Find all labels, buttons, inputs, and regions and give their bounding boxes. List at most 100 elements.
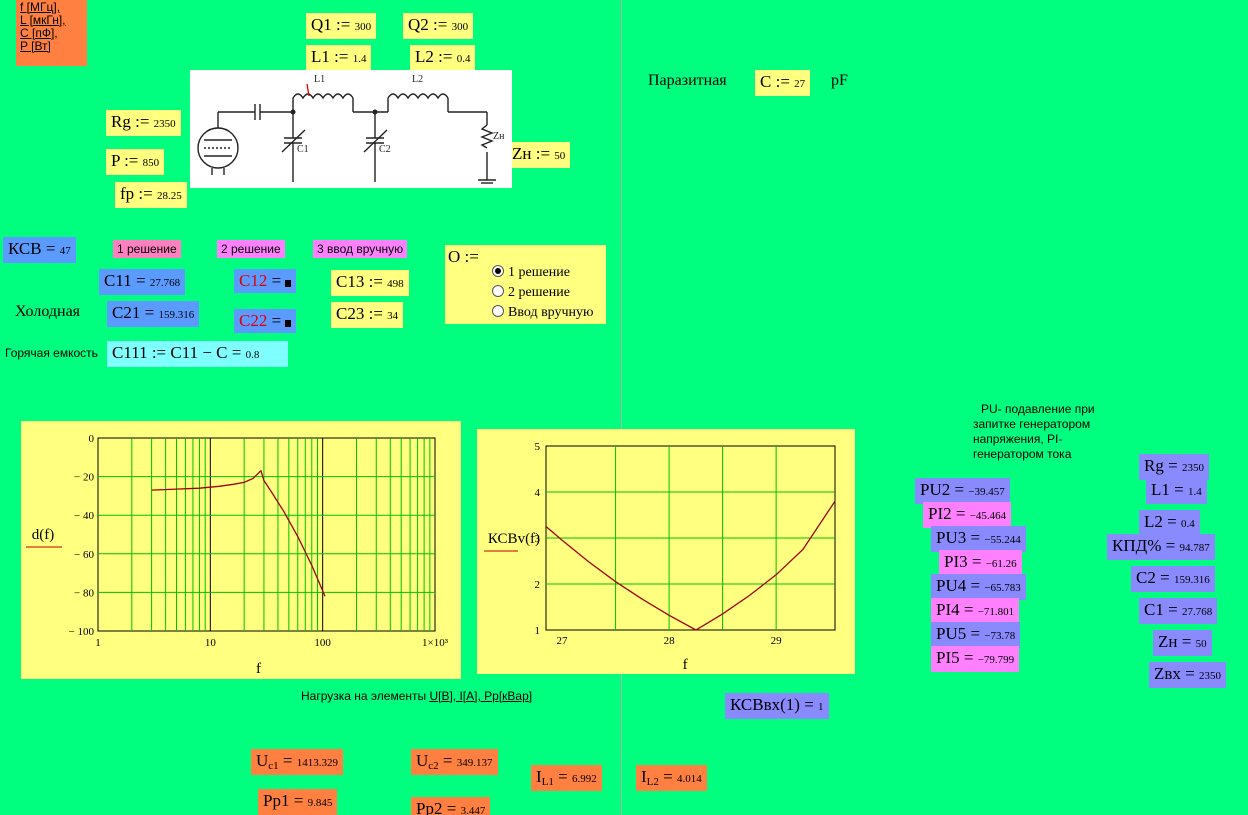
radio-icon[interactable] (492, 305, 504, 317)
radio-icon[interactable] (492, 285, 504, 297)
var-value: −73.78 (984, 630, 1016, 642)
var-value: 2350 (1181, 462, 1204, 474)
var-name: U (416, 751, 429, 770)
var-value: 300 (451, 21, 469, 33)
x-tick-label: 10 (205, 637, 217, 649)
inductor-l2-icon (387, 93, 449, 100)
l1-input[interactable]: L1 := 1.4 (306, 45, 372, 71)
var-value: 159.316 (158, 309, 195, 321)
y-tick-label: 3 (535, 533, 541, 545)
var-name: КСВ (8, 239, 42, 258)
cold-label: Холодная (15, 303, 81, 320)
parasitic-unit: pF (831, 72, 848, 89)
var-value: 3.447 (460, 805, 486, 815)
units-line[interactable]: f [МГц], (20, 0, 61, 14)
var-name: Rg (1144, 456, 1164, 475)
operator: := (138, 184, 153, 203)
var-value: 0.4 (456, 53, 471, 65)
suppression-result: PU5 = −73.78 (931, 622, 1021, 648)
y-tick-label: − 100 (69, 626, 95, 638)
var-value: 2350 (1199, 670, 1222, 682)
loads-units-link[interactable]: U[В], I[А], Pр[кВар] (429, 689, 533, 703)
var-name: Rg (111, 112, 131, 131)
pp1-result: Pp1 = 9.845 (258, 789, 338, 815)
p-input[interactable]: P := 850 (106, 149, 165, 175)
y-tick-label: − 60 (74, 549, 94, 561)
var-subscript: c1 (268, 760, 279, 772)
c111-result: C111 := C11 − C = 0.8 (107, 341, 288, 367)
operator: = (135, 271, 146, 290)
var-name: C2 (1136, 568, 1156, 587)
suppression-note: PU- подавление при запитке генератором н… (973, 402, 1095, 462)
q2-input[interactable]: Q2 := 300 (403, 13, 474, 39)
var-value: 6.992 (572, 773, 597, 785)
x-tick-label: 100 (314, 637, 331, 649)
note-line: напряжения, PI- (973, 432, 1063, 446)
radio-option-3[interactable]: Ввод вручную (492, 305, 594, 321)
rg-input[interactable]: Rg := 2350 (106, 110, 181, 136)
var-value: −61.26 (985, 558, 1017, 570)
summary-result: КПД% = 94.787 (1107, 534, 1215, 560)
radio-selected-icon[interactable] (492, 265, 504, 277)
var-name: P (111, 151, 120, 170)
var-value: 498 (387, 278, 404, 290)
var-name: PU3 (936, 528, 967, 547)
note-line: запитке генератором (973, 417, 1091, 431)
units-line[interactable]: L [мкГн], (20, 13, 66, 27)
tab-solution-1[interactable]: 1 решение (113, 240, 181, 258)
units-line[interactable]: P [Вт] (20, 39, 51, 53)
radio-option-1[interactable]: 1 решение (492, 265, 570, 281)
var-subscript: L1 (541, 776, 554, 788)
parasitic-c-input[interactable]: C := 27 (755, 70, 811, 96)
tab-manual[interactable]: 3 ввод вручную (313, 240, 408, 258)
c23-input[interactable]: C23 := 34 (331, 302, 404, 328)
var-name: PI2 (928, 504, 952, 523)
var-name: PU4 (936, 576, 967, 595)
y-tick-label: − 20 (74, 472, 94, 484)
circuit-label: C2 (379, 144, 391, 155)
fp-input[interactable]: fp := 28.25 (115, 182, 187, 208)
operator: = (231, 343, 242, 362)
y-tick-label: 2 (535, 579, 541, 591)
page-divider (621, 0, 622, 815)
radio-label: 2 решение (508, 285, 570, 300)
circuit-label: C1 (297, 144, 309, 155)
summary-result: L2 = 0.4 (1139, 510, 1200, 536)
var-name: PU5 (936, 624, 967, 643)
tab-solution-2[interactable]: 2 решение (217, 240, 285, 258)
var-value: −45.464 (969, 510, 1007, 522)
summary-result: C2 = 159.316 (1131, 566, 1215, 592)
suppression-result: PI4 = −71.801 (931, 598, 1020, 624)
var-name: PI5 (936, 648, 960, 667)
operator: := (368, 272, 383, 291)
var-value: 50 (1195, 638, 1207, 650)
pp2-result: Pp2 = 3.447 (411, 797, 491, 815)
var-value: 2350 (153, 118, 176, 130)
var-expression: C111 := C11 − C (112, 343, 228, 362)
var-value: 1.4 (352, 53, 367, 65)
c13-input[interactable]: C13 := 498 (331, 270, 409, 296)
operator: := (775, 72, 790, 91)
var-name: Zн (512, 144, 532, 163)
units-line[interactable]: C [пФ], (20, 26, 58, 40)
var-name: Q1 (311, 15, 332, 34)
circuit-label: L2 (412, 74, 423, 85)
units-legend: f [МГц], L [мкГн], C [пФ], P [Вт] (16, 0, 87, 66)
l2-input[interactable]: L2 := 0.4 (410, 45, 476, 71)
q1-input[interactable]: Q1 := 300 (306, 13, 377, 39)
y-axis-label: КСВv(f) (488, 531, 540, 547)
y-tick-label: − 40 (74, 510, 94, 522)
y-tick-label: 0 (89, 433, 95, 445)
loads-note-text: Нагрузка на элементы (301, 689, 427, 703)
var-value: 1.4 (1187, 486, 1202, 498)
var-value: 34 (387, 310, 399, 322)
zn-input[interactable]: Zн := 50 (507, 142, 571, 168)
var-value: 27.768 (1181, 606, 1213, 618)
radio-option-2[interactable]: 2 решение (492, 285, 570, 301)
var-value: 159.316 (1173, 574, 1210, 586)
operator: := (535, 144, 551, 163)
